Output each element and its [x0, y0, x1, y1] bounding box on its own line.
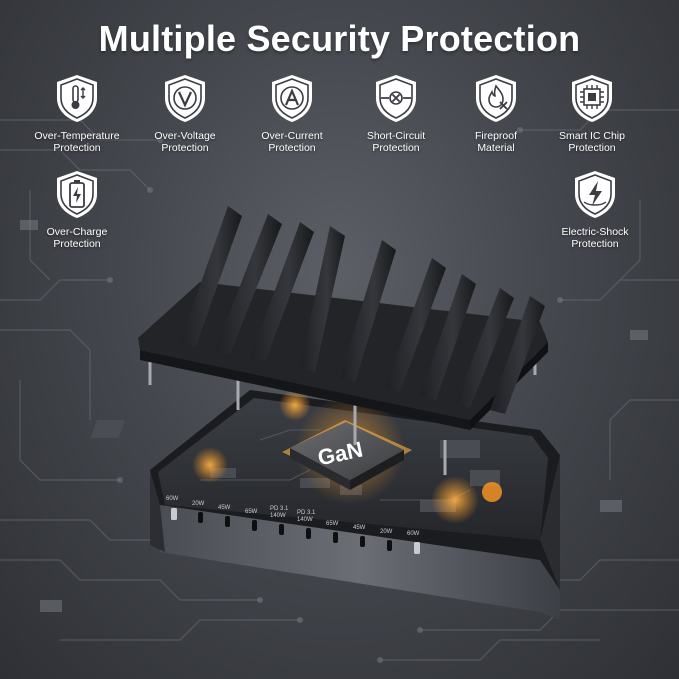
port-label: 60W	[166, 496, 179, 502]
feature-smart-ic-chip: Smart IC Chip Protection	[537, 72, 647, 154]
feature-label: Smart IC Chip Protection	[559, 130, 625, 154]
feature-label: Short-Circuit Protection	[366, 130, 426, 154]
feature-label: Over-Current Protection	[261, 130, 323, 154]
feature-fireproof: Fireproof Material	[441, 72, 551, 154]
port-label: 65W	[245, 509, 258, 515]
feature-short-circuit: Short-Circuit Protection	[341, 72, 451, 154]
port-label: 45W	[218, 505, 231, 511]
feature-label: Electric-Shock Protection	[561, 226, 629, 250]
port-label: 45W	[353, 525, 366, 531]
feature-label: Over-Voltage Protection	[154, 130, 216, 154]
feature-label: Over-Charge Protection	[46, 226, 108, 250]
feature-over-current: Over-Current Protection	[237, 72, 347, 154]
current-icon	[272, 75, 312, 122]
port-label: 20W	[380, 529, 393, 535]
gan-chip: GaN	[282, 420, 412, 490]
usb-port: 65W	[245, 509, 258, 531]
feature-over-charge: Over-Charge Protection	[22, 168, 132, 250]
port-label: 65W	[326, 521, 339, 527]
usb-port: 60W	[166, 496, 179, 520]
usb-port: 45W	[218, 505, 231, 527]
usb-port: 45W	[353, 525, 366, 547]
feature-label: Over-Temperature Protection	[34, 130, 120, 154]
short-circuit-icon	[376, 75, 416, 122]
usb-port: 60W	[407, 531, 420, 554]
thermometer-icon	[57, 75, 97, 122]
port-label: 20W	[192, 501, 205, 507]
chip-icon	[572, 75, 612, 122]
feature-label: Fireproof Material	[474, 130, 517, 154]
voltage-icon	[165, 75, 205, 122]
usb-port: 65W	[326, 521, 339, 543]
fireproof-icon	[476, 75, 516, 122]
feature-over-voltage: Over-Voltage Protection	[130, 72, 240, 154]
feature-over-temperature: Over-Temperature Protection	[22, 72, 132, 154]
battery-icon	[57, 171, 97, 218]
page-title: Multiple Security Protection	[98, 18, 581, 59]
usb-port: 20W	[380, 529, 393, 551]
usb-port: 20W	[192, 501, 205, 523]
port-label: 60W	[407, 531, 420, 537]
feature-electric-shock: Electric-Shock Protection	[540, 168, 650, 250]
divider-rack	[138, 206, 548, 430]
lightning-icon	[575, 171, 615, 218]
